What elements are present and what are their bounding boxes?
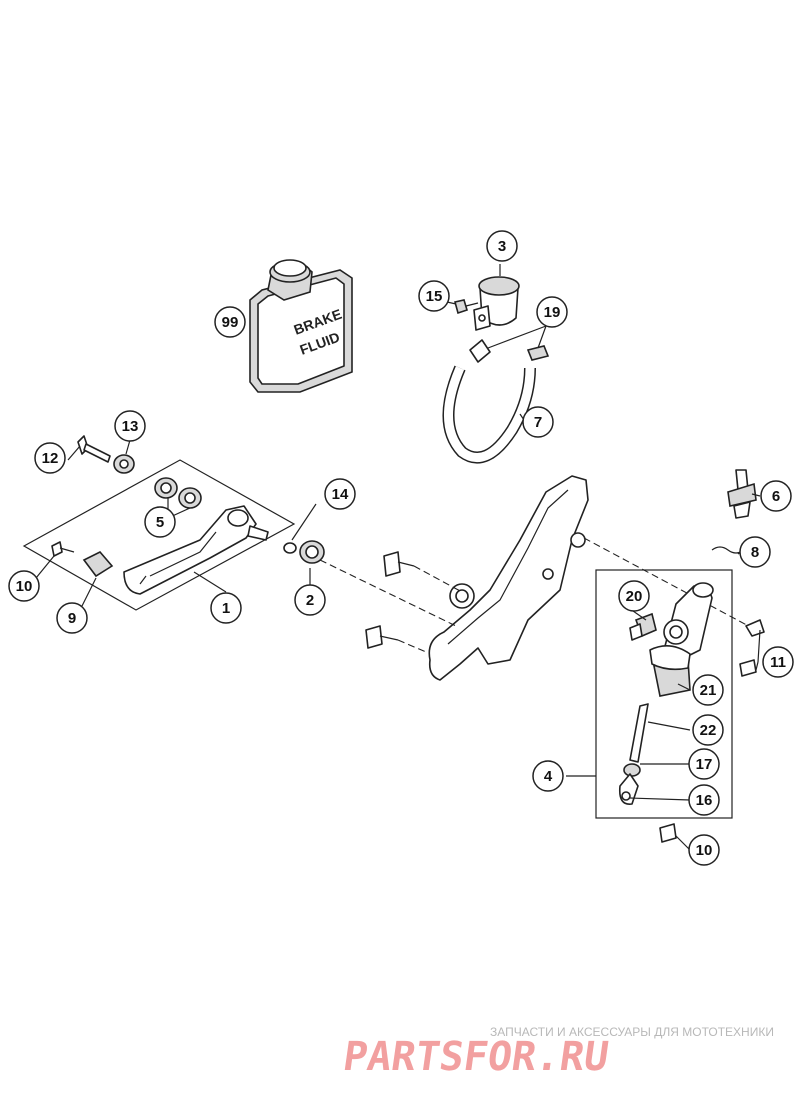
- guide-line-upper-bolt: [413, 565, 463, 593]
- callout-10: 10: [8, 570, 40, 602]
- brake-lever-assembly: [22, 459, 296, 611]
- callout-circle: [762, 646, 794, 678]
- callout-number: 99: [222, 314, 239, 331]
- callout-circle: [522, 406, 554, 438]
- callout-15: 15: [418, 280, 450, 312]
- brake-light-switch: [711, 469, 757, 554]
- callout-20: 20: [618, 580, 650, 612]
- callout-circle: [536, 296, 568, 328]
- callout-circle: [324, 478, 356, 510]
- callout-circle: [8, 570, 40, 602]
- callout-16: 16: [688, 784, 720, 816]
- callout-circle: [618, 580, 650, 612]
- callout-number: 8: [751, 544, 759, 561]
- watermark-logo: PARTSFOR.RU: [340, 1034, 611, 1080]
- bolt-and-washer: [77, 435, 135, 474]
- callout-number: 17: [696, 756, 713, 773]
- callout-number: 3: [498, 238, 506, 255]
- callout-4: 4: [532, 760, 564, 792]
- callout-circle: [688, 834, 720, 866]
- callout-22: 22: [692, 714, 724, 746]
- callout-number: 5: [156, 514, 164, 531]
- callout-circle: [532, 760, 564, 792]
- callout-number: 20: [626, 588, 643, 605]
- callout-5: 5: [144, 506, 176, 538]
- callout-circle: [486, 230, 518, 262]
- callout-6: 6: [760, 480, 792, 512]
- callout-circle: [692, 714, 724, 746]
- callout-number: 16: [696, 792, 713, 809]
- callout-8: 8: [739, 536, 771, 568]
- callout-12: 12: [34, 442, 66, 474]
- callout-number: 13: [122, 418, 139, 435]
- pivot-fitting: [283, 540, 325, 564]
- callout-21: 21: [692, 674, 724, 706]
- callout-circle: [34, 442, 66, 474]
- callout-number: 12: [42, 450, 59, 467]
- callout-number: 11: [770, 654, 786, 671]
- callout-circle: [760, 480, 792, 512]
- leader-lines: [35, 264, 761, 851]
- callout-circle: [688, 784, 720, 816]
- callout-number: 9: [68, 610, 76, 627]
- reservoir-assembly: [442, 276, 550, 464]
- callout-13: 13: [114, 410, 146, 442]
- callout-number: 7: [534, 414, 542, 431]
- callout-number: 22: [700, 722, 717, 739]
- callout-number: 1: [222, 600, 230, 617]
- callout-circle: [210, 592, 242, 624]
- callout-number: 10: [696, 842, 713, 859]
- callout-number: 21: [700, 682, 717, 699]
- callout-circle: [144, 506, 176, 538]
- callout-circle: [739, 536, 771, 568]
- callout-circle: [692, 674, 724, 706]
- brake-fluid-bottle: BRAKE FLUID: [249, 259, 353, 393]
- callout-9: 9: [56, 602, 88, 634]
- callout-99: 99: [214, 306, 246, 338]
- callout-11: 11: [762, 646, 794, 678]
- callout-17: 17: [688, 748, 720, 780]
- footrest-bracket: [365, 475, 589, 681]
- callout-number: 6: [772, 488, 780, 505]
- callout-7: 7: [522, 406, 554, 438]
- callout-circle: [114, 410, 146, 442]
- callout-circle: [688, 748, 720, 780]
- guide-line-pivot: [319, 559, 457, 627]
- callout-circle: [214, 306, 246, 338]
- callout-10: 10: [688, 834, 720, 866]
- callout-3: 3: [486, 230, 518, 262]
- callout-number: 4: [544, 768, 553, 785]
- callout-1: 1: [210, 592, 242, 624]
- callout-number: 19: [544, 304, 561, 321]
- callout-circle: [56, 602, 88, 634]
- master-cylinder-assembly: [595, 569, 765, 843]
- callout-number: 14: [332, 486, 349, 503]
- watermark-tagline: ЗАПЧАСТИ И АКСЕССУАРЫ ДЛЯ МОТОТЕХНИКИ: [490, 1025, 774, 1039]
- callout-number: 2: [306, 592, 314, 609]
- callout-19: 19: [536, 296, 568, 328]
- callout-14: 14: [324, 478, 356, 510]
- guide-line-lower-bolt: [397, 639, 427, 653]
- callout-2: 2: [294, 584, 326, 616]
- callout-number: 15: [426, 288, 443, 305]
- callout-number: 10: [16, 578, 33, 595]
- callout-circle: [418, 280, 450, 312]
- callout-circle: [294, 584, 326, 616]
